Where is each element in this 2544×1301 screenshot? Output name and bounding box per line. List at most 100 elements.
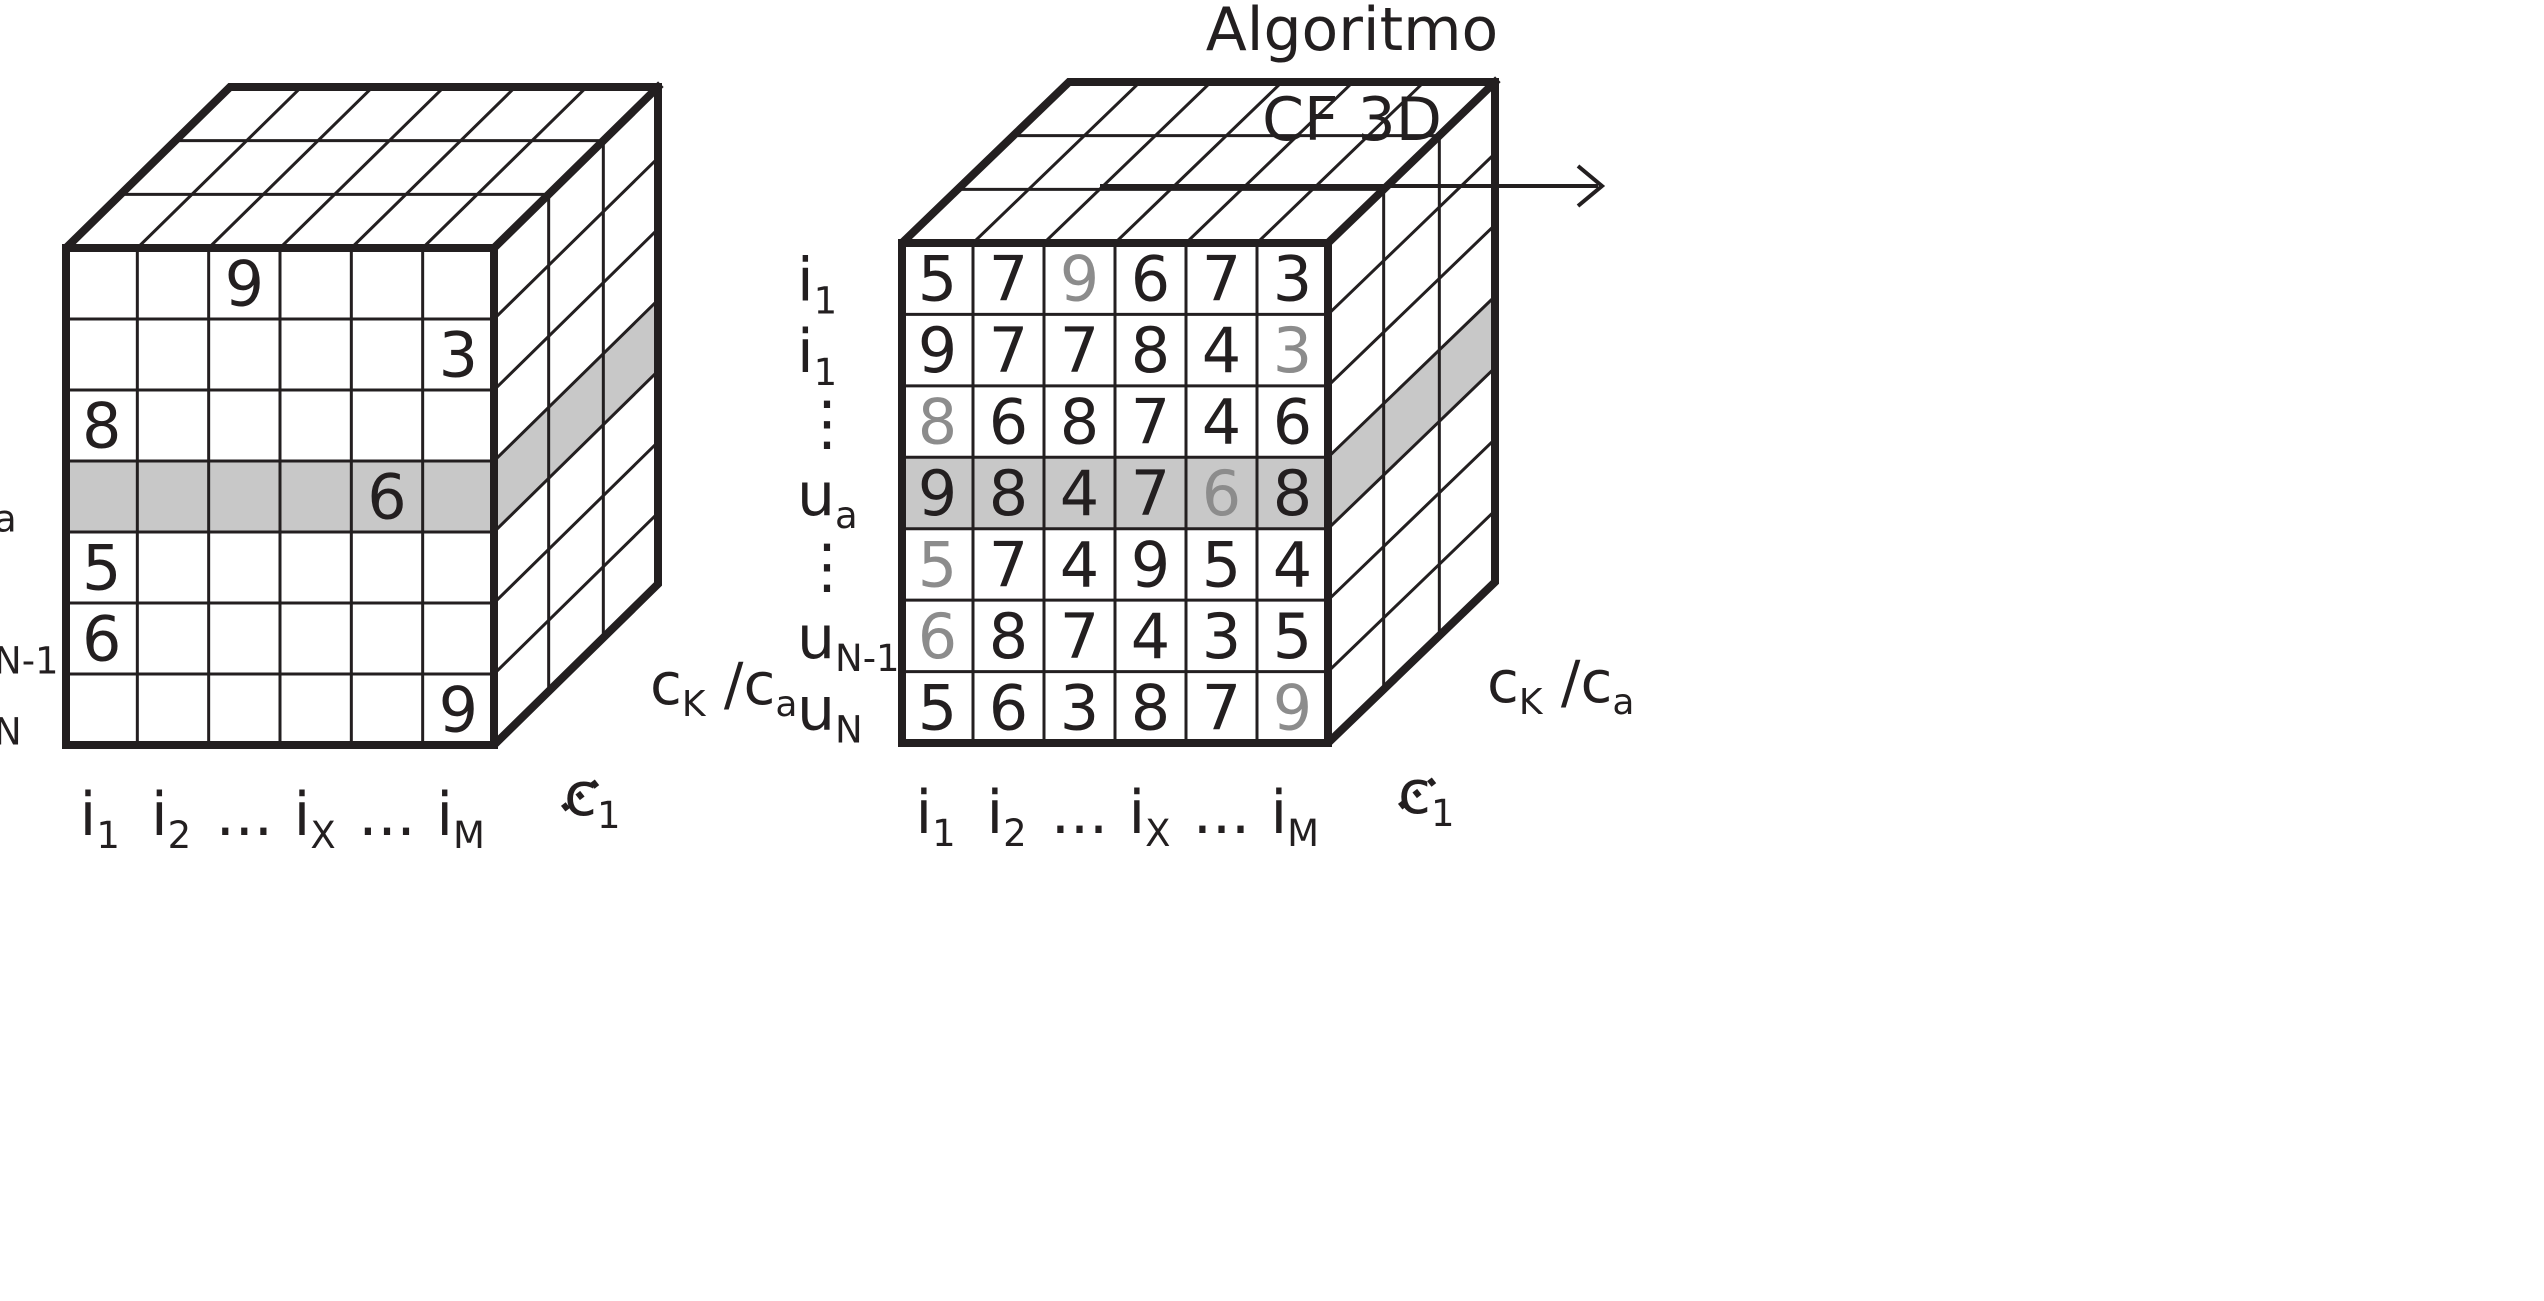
left-side-diag	[491, 155, 661, 322]
right-cell-value: 5	[1273, 600, 1312, 673]
right-top-diag	[1112, 79, 1285, 246]
right-outline	[898, 78, 1499, 747]
left-highlight-side	[494, 300, 658, 532]
right-row-label: ⋮	[797, 531, 857, 601]
left-side-diag	[491, 510, 661, 677]
right-cell-value: 5	[1202, 528, 1241, 601]
left-top-diag	[349, 84, 518, 251]
right-cell-value: 9	[1131, 528, 1170, 601]
right-cell-value: 7	[989, 528, 1028, 601]
left-top-diag	[135, 84, 304, 251]
right-cell-value: 6	[1202, 457, 1241, 530]
right-cell-value: 9	[918, 457, 957, 530]
left-row-label: ua	[0, 464, 17, 541]
right-top-diag	[970, 79, 1143, 246]
right-context-label-bottom: c1	[1398, 758, 1455, 835]
left-col-label: i2	[151, 780, 191, 857]
right-cell-value: 9	[1060, 243, 1099, 316]
right-row-label: ua	[797, 460, 858, 537]
left-cell-value: 5	[82, 532, 121, 605]
right-cell-value: 5	[918, 243, 957, 316]
right-cell-value: 8	[1060, 386, 1099, 459]
right-cell-value: 3	[1273, 314, 1312, 387]
right-cell-value: 5	[918, 671, 957, 744]
right-cell-value: 6	[918, 600, 957, 673]
left-col-label: ...	[216, 780, 273, 850]
right-context-label-top: cK /ca	[1487, 648, 1634, 723]
right-cell-value: 7	[1131, 386, 1170, 459]
right-cell-value: 5	[918, 528, 957, 601]
left-side-diag	[491, 439, 661, 606]
right-side-diag	[1325, 151, 1498, 317]
left-side-diag	[491, 297, 661, 464]
right-row-label: uN-1	[797, 603, 900, 680]
right-top-diag	[1183, 79, 1356, 246]
right-col-label: i2	[987, 778, 1027, 855]
left-corner-edge	[488, 81, 664, 254]
right-row-label: uN	[797, 674, 863, 751]
right-top-diag	[1254, 79, 1427, 246]
algorithm-title-line1: Algoritmo	[1206, 0, 1499, 65]
right-row-label: i1	[797, 317, 837, 394]
right-cell-value: 7	[1131, 457, 1170, 530]
right-cell-value: 7	[1202, 243, 1241, 316]
right-cell-value: 7	[989, 243, 1028, 316]
right-cell-value: 3	[1060, 671, 1099, 744]
right-cell-value: 7	[989, 314, 1028, 387]
right-cell-value: 8	[989, 457, 1028, 530]
right-highlight-side	[1328, 296, 1495, 529]
transform-arrow	[1100, 164, 1606, 208]
left-top-diag	[420, 84, 589, 251]
left-cell-value: 9	[439, 674, 478, 747]
right-col-label: iM	[1271, 778, 1320, 855]
left-row-label: uN	[0, 677, 22, 754]
right-cell-value: 4	[1273, 528, 1312, 601]
right-row-label: i1	[797, 246, 837, 323]
left-cell-value: 3	[439, 319, 478, 392]
right-cell-value: 4	[1060, 457, 1099, 530]
right-col-label: i1	[916, 778, 956, 855]
left-col-label: i1	[80, 780, 120, 857]
right-col-label: ...	[1193, 778, 1250, 848]
right-cell-value: 4	[1060, 528, 1099, 601]
right-side-diag	[1325, 365, 1498, 531]
left-cell-value: 9	[225, 248, 264, 321]
right-col-label: ...	[1051, 778, 1108, 848]
left-outline	[62, 83, 662, 749]
right-cell-value: 9	[918, 314, 957, 387]
left-side-diag	[491, 368, 661, 535]
right-col-label: iX	[1129, 778, 1171, 855]
right-cell-value: 7	[1060, 600, 1099, 673]
right-cell-value: 4	[1202, 386, 1241, 459]
left-cell-value: 6	[82, 603, 121, 676]
right-corner-edge	[1322, 76, 1501, 249]
left-side-diag	[491, 226, 661, 393]
left-context-label-top: cK /ca	[650, 650, 797, 725]
right-side-diag	[1325, 508, 1498, 674]
right-cell-value: 6	[989, 671, 1028, 744]
left-cell-value: 8	[82, 390, 121, 463]
right-side-diag	[1325, 437, 1498, 603]
right-cell-value: 7	[1202, 671, 1241, 744]
left-top-diag	[206, 84, 375, 251]
right-cell-value: 8	[1273, 457, 1312, 530]
right-cell-value: 6	[1131, 243, 1170, 316]
right-side-diag	[1325, 222, 1498, 388]
left-col-label: ...	[358, 780, 415, 850]
algorithm-title-line2: CF 3D	[1262, 85, 1442, 155]
right-cell-value: 4	[1202, 314, 1241, 387]
right-cell-value: 3	[1273, 243, 1312, 316]
right-cell-value: 7	[1060, 314, 1099, 387]
left-cell-value: 6	[367, 461, 406, 534]
left-col-label: iM	[436, 780, 485, 857]
right-cell-value: 6	[989, 386, 1028, 459]
right-cell-value: 8	[1131, 671, 1170, 744]
left-row-label: uN-1	[0, 606, 59, 683]
right-cell-value: 8	[1131, 314, 1170, 387]
left-context-label-bottom: c1	[564, 760, 621, 837]
right-side-diag	[1325, 294, 1498, 460]
right-row-label: ⋮	[797, 389, 857, 459]
